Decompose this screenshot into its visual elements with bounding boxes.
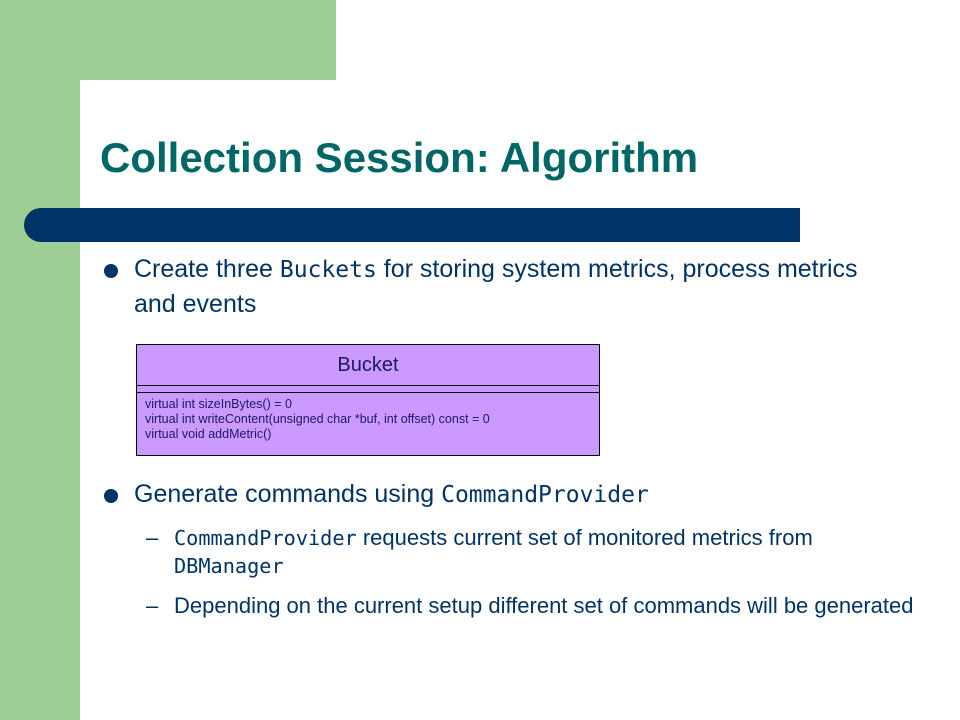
bullet1-pre: Create three (134, 255, 280, 283)
bullet1-post: for storing system metrics, process metr… (134, 255, 858, 318)
sub1-code2: DBManager (174, 554, 284, 578)
sub1-code1: CommandProvider (174, 526, 357, 550)
title-underline-bar (24, 208, 800, 242)
sub1-mid: requests current set of monitored metric… (356, 525, 813, 550)
slide-title: Collection Session: Algorithm (100, 134, 699, 181)
bullet-dot-icon (104, 264, 118, 278)
uml-attributes-compartment (137, 386, 599, 393)
dash-icon: – (146, 525, 159, 550)
uml-operations-compartment: virtual int sizeInBytes() = 0 virtual in… (137, 393, 599, 446)
uml-operation: virtual int sizeInBytes() = 0 (145, 397, 292, 411)
left-green-band (0, 0, 80, 720)
bullet1-code: Buckets (279, 257, 377, 283)
bullet-create-buckets: Create three Buckets for storing system … (104, 252, 894, 321)
bullet2-pre: Generate commands using (134, 480, 442, 508)
uml-operation: virtual int writeContent(unsigned char *… (145, 412, 490, 426)
bullet-dot-icon (104, 489, 118, 503)
sub-bullet-command-provider: – CommandProvider requests current set o… (146, 524, 924, 580)
uml-operation: virtual void addMetric() (145, 427, 272, 441)
top-green-band (0, 0, 336, 80)
uml-class-bucket: Bucket virtual int sizeInBytes() = 0 vir… (136, 344, 600, 456)
uml-class-name: Bucket (137, 345, 599, 386)
bullet2-code: CommandProvider (441, 482, 649, 508)
dash-icon: – (146, 593, 159, 618)
sub-bullet-depending-setup: – Depending on the current setup differe… (146, 592, 924, 620)
bullet-generate-commands: Generate commands using CommandProvider (104, 477, 894, 512)
sub2-text: Depending on the current setup different… (174, 593, 914, 618)
